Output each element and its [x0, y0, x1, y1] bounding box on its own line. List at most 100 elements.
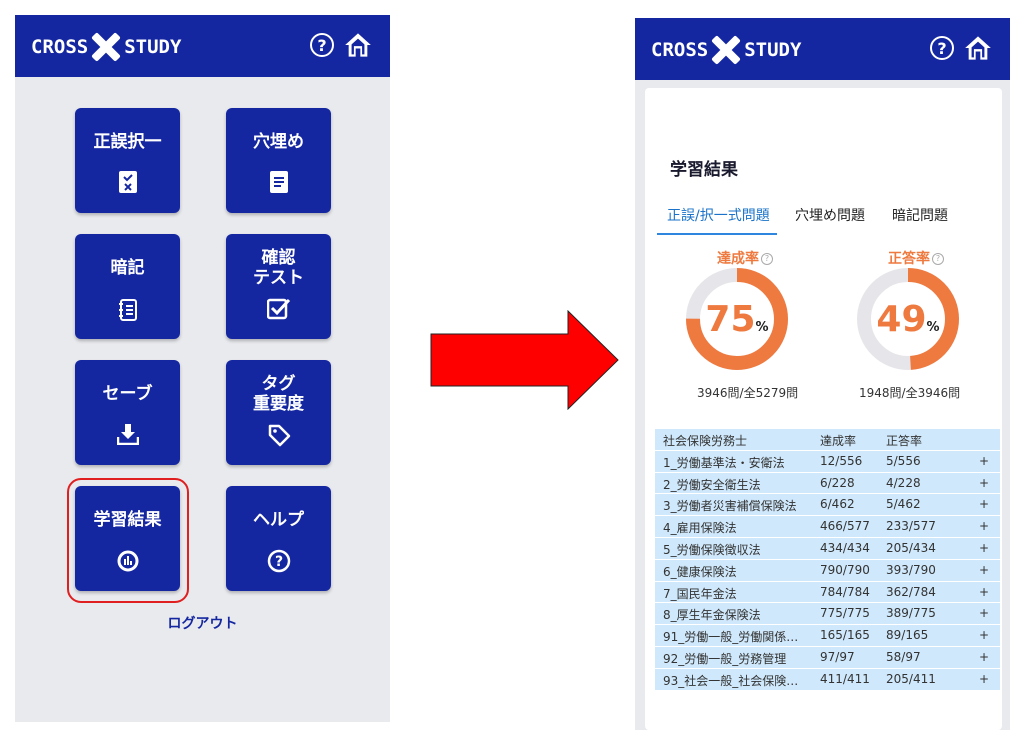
- achievement-count: 3946問/全5279問: [697, 386, 799, 400]
- table-row[interactable]: 4_雇用保険法 466/577 233/577 +: [655, 516, 1000, 538]
- results-highlight-outline: [67, 478, 189, 603]
- tile-true-false[interactable]: 正誤択一: [75, 108, 180, 213]
- tile-study-results[interactable]: 学習結果: [75, 486, 180, 591]
- tile-memorize[interactable]: 暗記: [75, 234, 180, 339]
- document-icon: [269, 171, 288, 193]
- table-row[interactable]: 6_健康保険法 790/790 393/790 +: [655, 560, 1000, 582]
- tile-save[interactable]: セーブ: [75, 360, 180, 465]
- accuracy-cell: 205/411: [886, 671, 936, 686]
- accuracy-cell: 5/462: [886, 497, 921, 512]
- accuracy-cell: 393/790: [886, 562, 936, 577]
- help-icon[interactable]: ?: [310, 33, 334, 57]
- accuracy-cell: 5/556: [886, 453, 921, 468]
- accuracy-cell: 58/97: [886, 649, 921, 664]
- table-row[interactable]: 1_労働基準法・安衛法 12/556 5/556 +: [655, 451, 1000, 473]
- notebook-icon: [118, 299, 137, 321]
- subject-name: 1_労働基準法・安衛法: [663, 455, 785, 470]
- expand-button[interactable]: +: [979, 475, 990, 490]
- subject-name: 4_雇用保険法: [663, 521, 737, 536]
- table-row[interactable]: 7_国民年金法 784/784 362/784 +: [655, 582, 1000, 604]
- crossstudy-logo[interactable]: CROSS STUDY: [31, 34, 181, 60]
- checkbox-icon: [266, 298, 290, 320]
- achievement-cell: 434/434: [820, 540, 870, 555]
- chart-icon: [117, 550, 138, 572]
- menu-screen: CROSS STUDY ? 正誤択一 穴埋め 暗記: [15, 15, 390, 722]
- help-icon[interactable]: ?: [930, 36, 954, 60]
- red-arrow: [430, 310, 619, 410]
- crossstudy-logo[interactable]: CROSS STUDY: [651, 37, 801, 63]
- home-icon[interactable]: [344, 31, 372, 59]
- achievement-label: 達成率?: [717, 248, 773, 268]
- achievement-cell: 784/784: [820, 584, 870, 599]
- expand-button[interactable]: +: [979, 671, 990, 686]
- tile-tag-importance[interactable]: タグ 重要度: [226, 360, 331, 465]
- tile-check-test[interactable]: 確認 テスト: [226, 234, 331, 339]
- results-table: 社会保険労務士 達成率 正答率 1_労働基準法・安衛法 12/556 5/556 +2…: [655, 429, 1000, 691]
- expand-button[interactable]: +: [979, 606, 990, 621]
- tile-fill-blank[interactable]: 穴埋め: [226, 108, 331, 213]
- achievement-cell: 775/775: [820, 606, 870, 621]
- achievement-cell: 12/556: [820, 453, 863, 468]
- achievement-cell: 411/411: [820, 671, 870, 686]
- accuracy-cell: 205/434: [886, 540, 936, 555]
- achievement-gauge: [686, 268, 788, 370]
- accuracy-cell: 389/775: [886, 606, 936, 621]
- info-icon[interactable]: ?: [932, 253, 944, 265]
- achievement-value: 75%: [705, 299, 769, 340]
- info-icon[interactable]: ?: [761, 253, 773, 265]
- home-icon[interactable]: [964, 34, 992, 62]
- subject-name: 93_社会一般_社会保険…: [663, 673, 799, 688]
- tab-fill-blank[interactable]: 穴埋め問題: [795, 208, 865, 224]
- subject-name: 5_労働保険徴収法: [663, 542, 761, 557]
- expand-button[interactable]: +: [979, 649, 990, 664]
- expand-button[interactable]: +: [979, 562, 990, 577]
- expand-button[interactable]: +: [979, 584, 990, 599]
- subject-name: 3_労働者災害補償保険法: [663, 499, 797, 514]
- expand-button[interactable]: +: [979, 497, 990, 512]
- logo-x-mark: [90, 33, 122, 61]
- tag-icon: [268, 424, 290, 447]
- expand-button[interactable]: +: [979, 519, 990, 534]
- achievement-cell: 790/790: [820, 562, 870, 577]
- achievement-cell: 165/165: [820, 628, 870, 643]
- achievement-cell: 6/228: [820, 475, 855, 490]
- tile-help[interactable]: ヘルプ ?: [226, 486, 331, 591]
- logo-x-mark: [710, 36, 742, 64]
- tab-true-false[interactable]: 正誤/択一式問題: [667, 208, 770, 224]
- expand-button[interactable]: +: [979, 628, 990, 643]
- subject-name: 6_健康保険法: [663, 564, 737, 579]
- help-circle-icon: ?: [267, 549, 290, 573]
- expand-button[interactable]: +: [979, 540, 990, 555]
- active-tab-underline: [657, 233, 777, 235]
- results-tabs: 正誤/択一式問題 穴埋め問題 暗記問題: [645, 205, 1002, 229]
- svg-text:?: ?: [274, 554, 282, 570]
- accuracy-cell: 233/577: [886, 519, 936, 534]
- checklist-icon: [118, 171, 137, 193]
- tab-memorize[interactable]: 暗記問題: [892, 208, 948, 224]
- table-row[interactable]: 93_社会一般_社会保険… 411/411 205/411 +: [655, 669, 1000, 691]
- accuracy-cell: 362/784: [886, 584, 936, 599]
- subject-name: 7_国民年金法: [663, 586, 737, 601]
- accuracy-gauge: [857, 268, 959, 370]
- table-row[interactable]: 8_厚生年金保険法 775/775 389/775 +: [655, 603, 1000, 626]
- accuracy-count: 1948問/全3946問: [859, 386, 961, 400]
- accuracy-value: 49%: [876, 299, 940, 340]
- results-title: 学習結果: [670, 160, 738, 180]
- subject-name: 92_労働一般_労務管理: [663, 651, 787, 666]
- subject-name: 8_厚生年金保険法: [663, 608, 761, 623]
- table-header: 社会保険労務士 達成率 正答率: [655, 429, 1000, 451]
- achievement-cell: 6/462: [820, 497, 855, 512]
- subject-name: 2_労働安全衛生法: [663, 477, 761, 492]
- app-header: CROSS STUDY ?: [15, 15, 390, 77]
- accuracy-label: 正答率?: [888, 248, 944, 268]
- table-row[interactable]: 5_労働保険徴収法 434/434 205/434 +: [655, 538, 1000, 560]
- logout-link[interactable]: ログアウト: [167, 616, 238, 632]
- results-screen: CROSS STUDY ? 学習結果 正誤/択一式問題 穴埋め問題 暗記問題 達…: [635, 18, 1010, 730]
- table-row[interactable]: 3_労働者災害補償保険法 6/462 5/462 +: [655, 494, 1000, 517]
- download-icon: [116, 424, 139, 445]
- expand-button[interactable]: +: [979, 453, 990, 468]
- achievement-cell: 466/577: [820, 519, 870, 534]
